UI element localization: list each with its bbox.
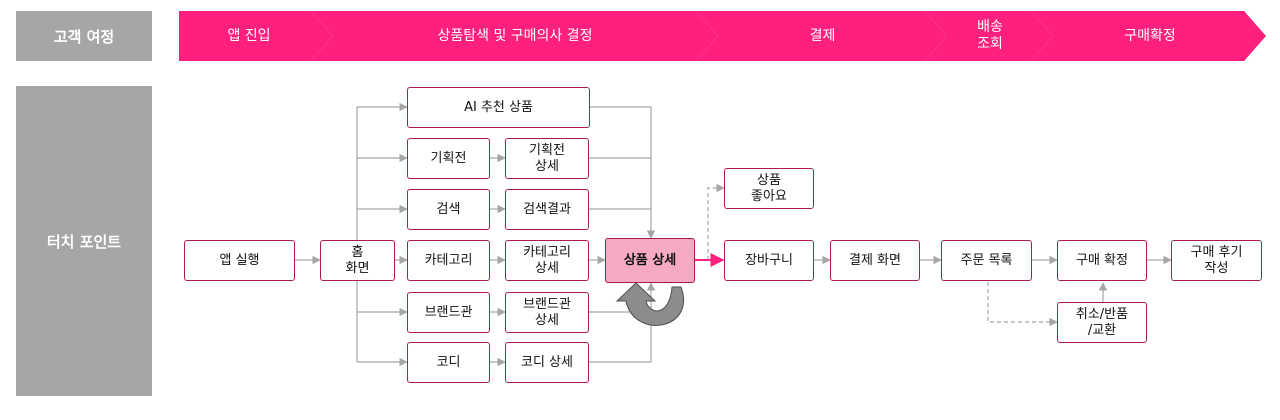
node-order-list[interactable]: 주문 목록	[941, 240, 1032, 281]
node-exhibition-detail[interactable]: 기획전 상세	[505, 138, 589, 179]
stage-confirm-chevron	[1031, 11, 1266, 61]
stage-payment-label: 결제	[809, 27, 836, 44]
node-ai-recommend[interactable]: AI 추천 상품	[407, 87, 590, 128]
node-search-result[interactable]: 검색결과	[505, 189, 589, 230]
touchpoint-header: 터치 포인트	[16, 86, 152, 396]
node-write-review[interactable]: 구매 후기 작성	[1171, 240, 1262, 281]
node-app-launch[interactable]: 앱 실행	[184, 240, 295, 281]
node-brand[interactable]: 브랜드관	[407, 292, 490, 333]
product-detail-loop-arrow	[615, 282, 684, 326]
stage-confirm-label: 구매확정	[1124, 27, 1176, 44]
stage-entry-label: 앱 진입	[227, 27, 271, 44]
node-cancel-return-exchange[interactable]: 취소/반품 /교환	[1057, 302, 1147, 343]
stage-delivery-chevron	[925, 11, 1053, 61]
node-codi-detail[interactable]: 코디 상세	[505, 342, 589, 383]
stage-explore-chevron	[311, 11, 718, 61]
stage-explore-label: 상품탐색 및 구매의사 결정	[437, 27, 593, 44]
connector-ai-to-product	[590, 106, 656, 239]
node-purchase-confirm[interactable]: 구매 확정	[1057, 240, 1147, 281]
node-category-detail[interactable]: 카테고리 상세	[505, 240, 589, 281]
customer-journey-header: 고객 여정	[16, 11, 152, 61]
node-search[interactable]: 검색	[407, 189, 490, 230]
node-codi[interactable]: 코디	[407, 342, 490, 383]
stage-entry-chevron	[179, 11, 333, 61]
connector-product-like-dashed	[707, 183, 725, 260]
node-home-screen[interactable]: 홈 화면	[320, 240, 395, 281]
node-product-like[interactable]: 상품 좋아요	[724, 168, 814, 209]
node-category[interactable]: 카테고리	[407, 240, 490, 281]
journey-stage-bar	[179, 11, 1266, 61]
node-brand-detail[interactable]: 브랜드관 상세	[505, 292, 589, 333]
stage-delivery-label: 배송 조회	[977, 19, 1003, 52]
connector-order-cancel-dashed	[987, 282, 1058, 327]
node-product-detail[interactable]: 상품 상세	[605, 238, 695, 283]
node-cart[interactable]: 장바구니	[724, 240, 814, 281]
node-exhibition[interactable]: 기획전	[407, 138, 490, 179]
node-checkout-screen[interactable]: 결제 화면	[830, 240, 920, 281]
stage-payment-chevron	[696, 11, 947, 61]
